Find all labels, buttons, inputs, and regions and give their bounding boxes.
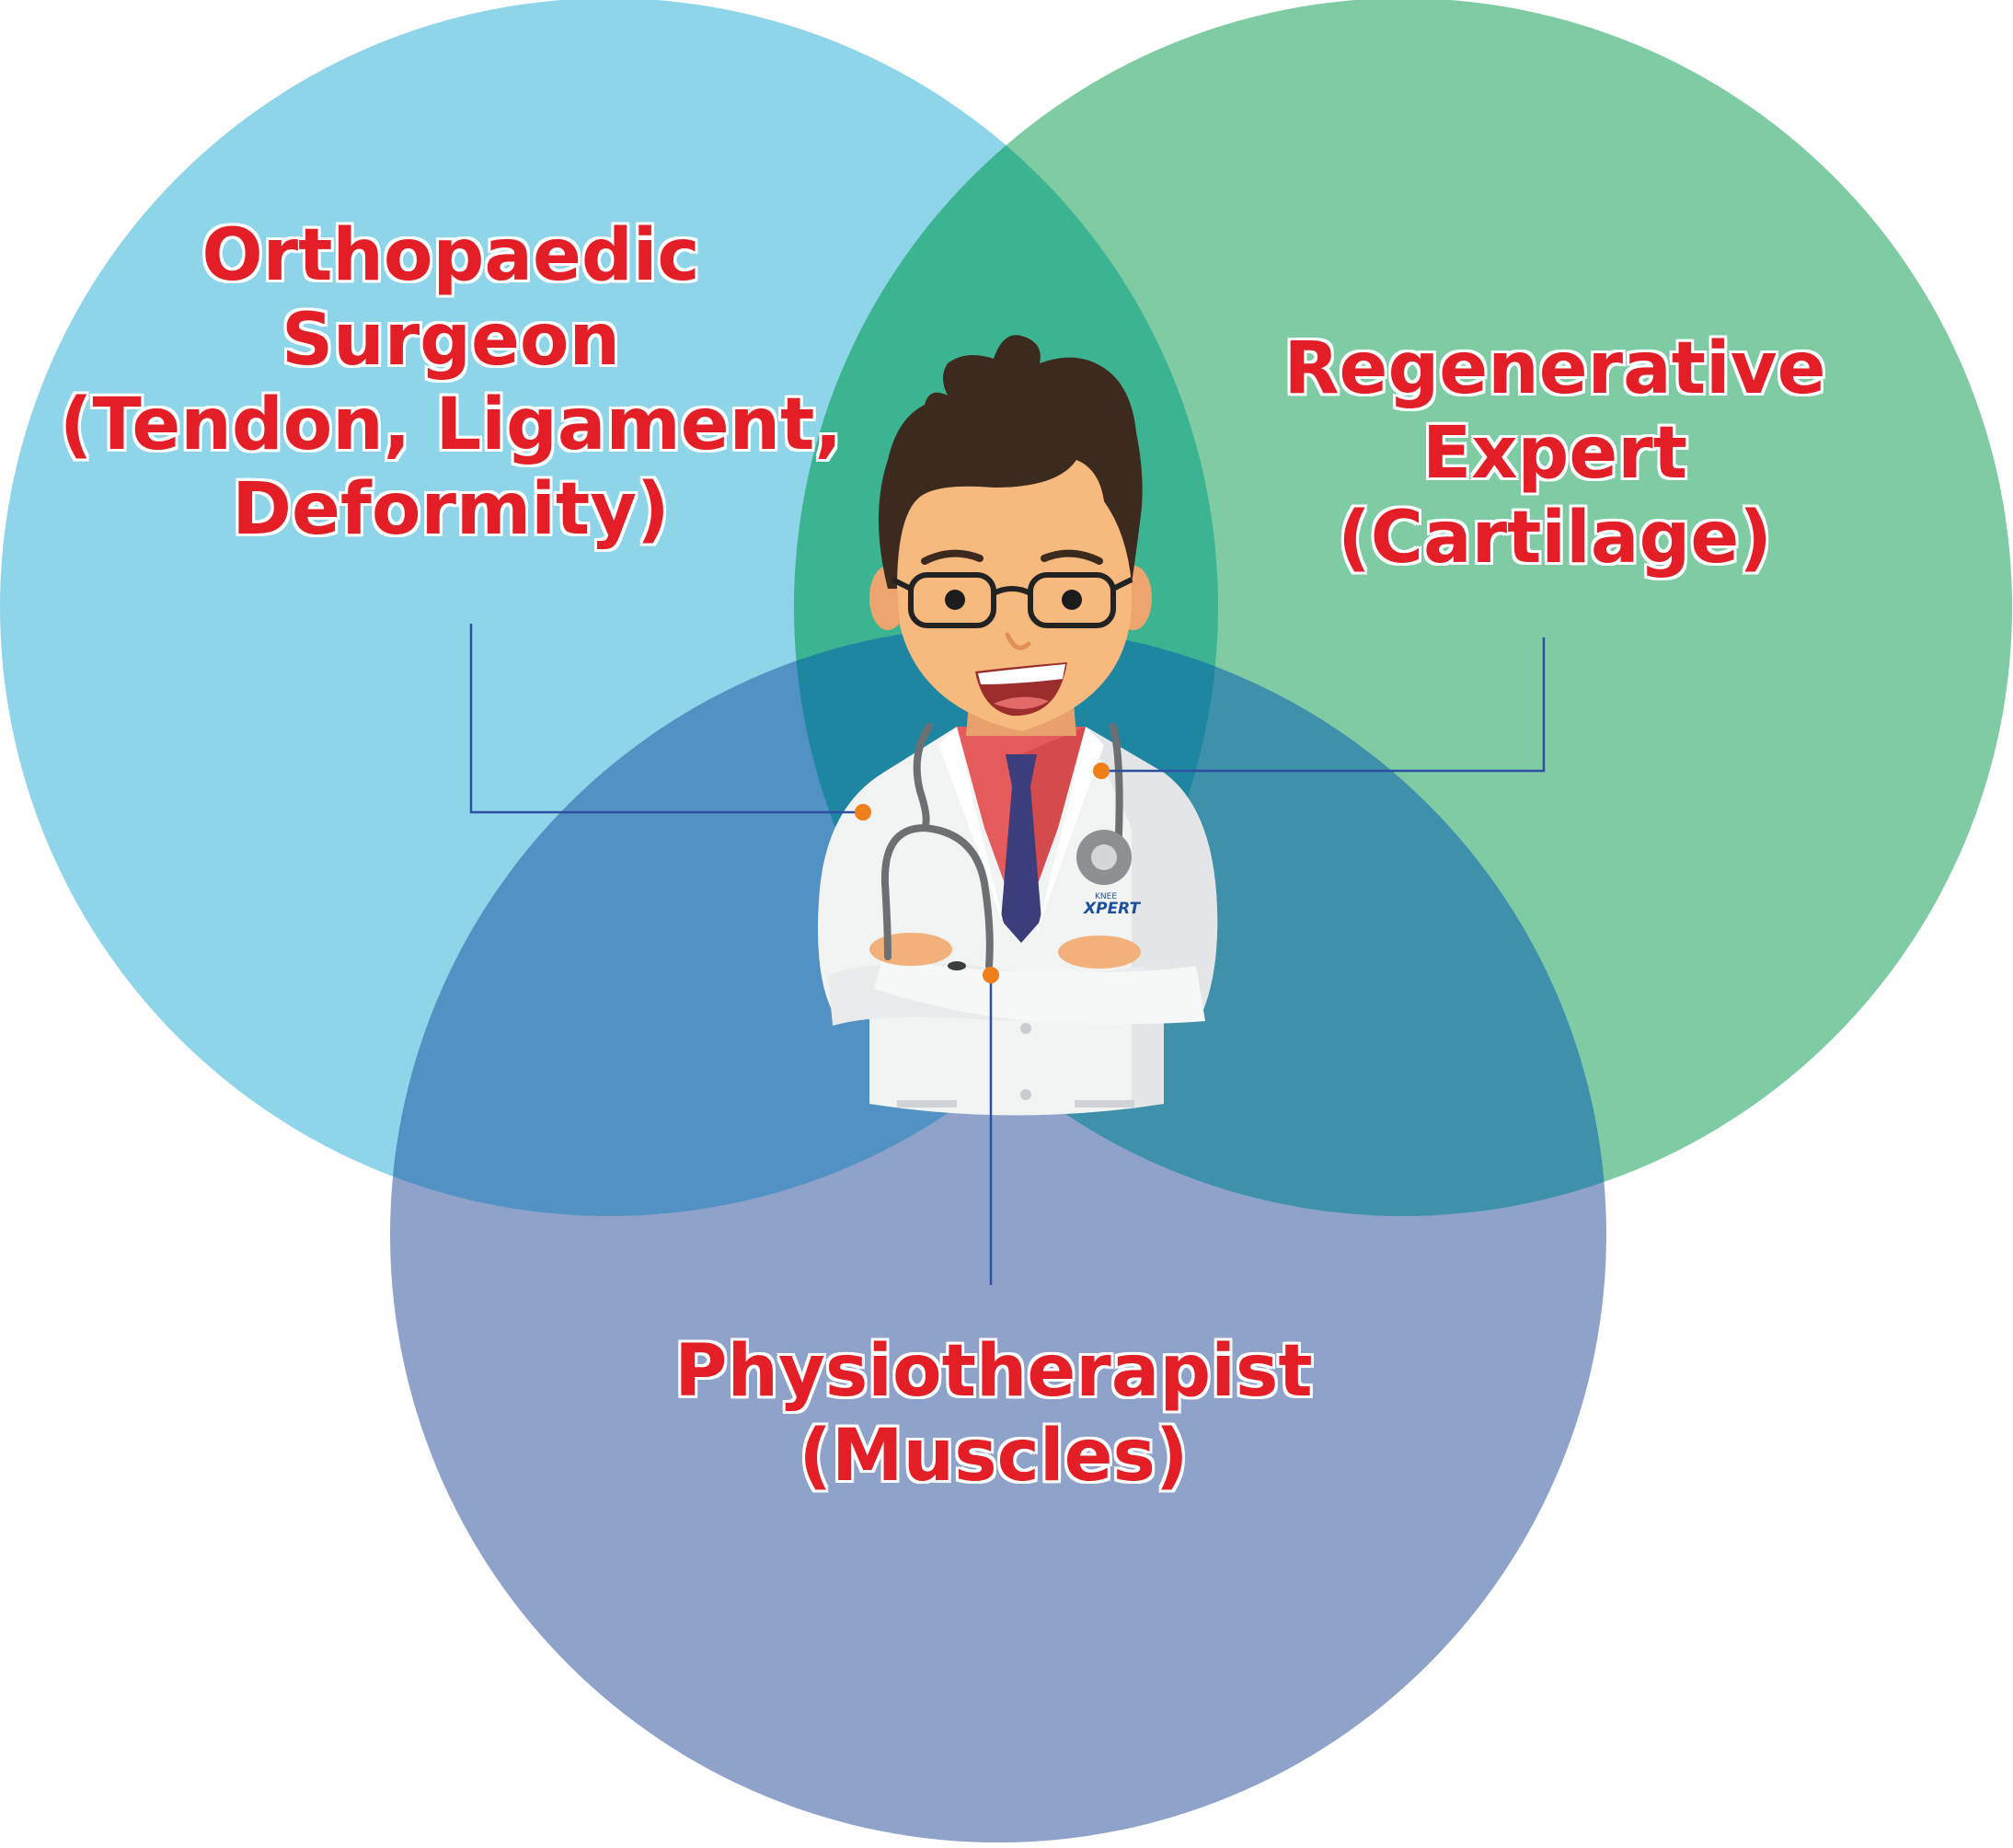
label-line: (Cartilage) (1338, 497, 1772, 580)
tie (1001, 754, 1041, 943)
connectors (469, 624, 1546, 1285)
label-orthopaedic-surgeon: Orthopaedic Surgeon (Tendon, Ligament, D… (37, 213, 865, 552)
arm-left (874, 957, 1205, 1025)
label-line: (Muscles) (799, 1415, 1189, 1498)
badge-logo: XPERT (1083, 900, 1142, 918)
connector-regenerative (1101, 637, 1546, 773)
label-line: Expert (1421, 412, 1688, 496)
connector-dot-regenerative (1093, 763, 1110, 779)
label-line: Regenerative (1283, 327, 1826, 410)
label-regenerative-expert: Regenerative Expert (Cartilage) (1260, 327, 1849, 580)
pocket-right (1075, 1100, 1134, 1108)
eyebrow-left (921, 549, 983, 565)
teeth (978, 664, 1065, 684)
badge-small: KNEE (1095, 892, 1117, 901)
coat-button (1020, 1089, 1031, 1100)
doctor-illustration: KNEE XPERT (818, 335, 1218, 1116)
label-line: Deformity) (232, 468, 670, 552)
label-line: Orthopaedic (201, 214, 700, 297)
pocket-left (897, 1100, 957, 1108)
glasses-icon (891, 572, 1133, 628)
eye-right (1062, 590, 1082, 610)
stethoscope-chestpiece-inner (1091, 844, 1117, 870)
hand-right (1058, 935, 1141, 969)
overlap-regen-physio (794, 626, 1606, 1216)
stethoscope-earpiece (948, 961, 966, 970)
eyebrow-right (1041, 549, 1103, 565)
hand-left (869, 933, 952, 966)
label-line: Physiotherapist (674, 1330, 1313, 1413)
label-line: Surgeon (281, 299, 621, 383)
eye-left (945, 590, 965, 610)
connector-orthopaedic (469, 624, 863, 814)
connector-dot-orthopaedic (855, 804, 871, 821)
label-line: (Tendon, Ligament, (59, 384, 843, 467)
lapel-left (938, 727, 1007, 938)
tongue (994, 696, 1049, 709)
overlap-ortho-physio (390, 626, 1218, 1216)
label-physiotherapist: Physiotherapist (Muscles) (626, 1329, 1362, 1498)
hair (879, 335, 1143, 589)
connector-dot-physiotherapist (983, 967, 999, 983)
lapel-right (1035, 727, 1104, 938)
nose (1005, 632, 1031, 650)
coat-button (1020, 1023, 1031, 1034)
face (892, 432, 1132, 731)
